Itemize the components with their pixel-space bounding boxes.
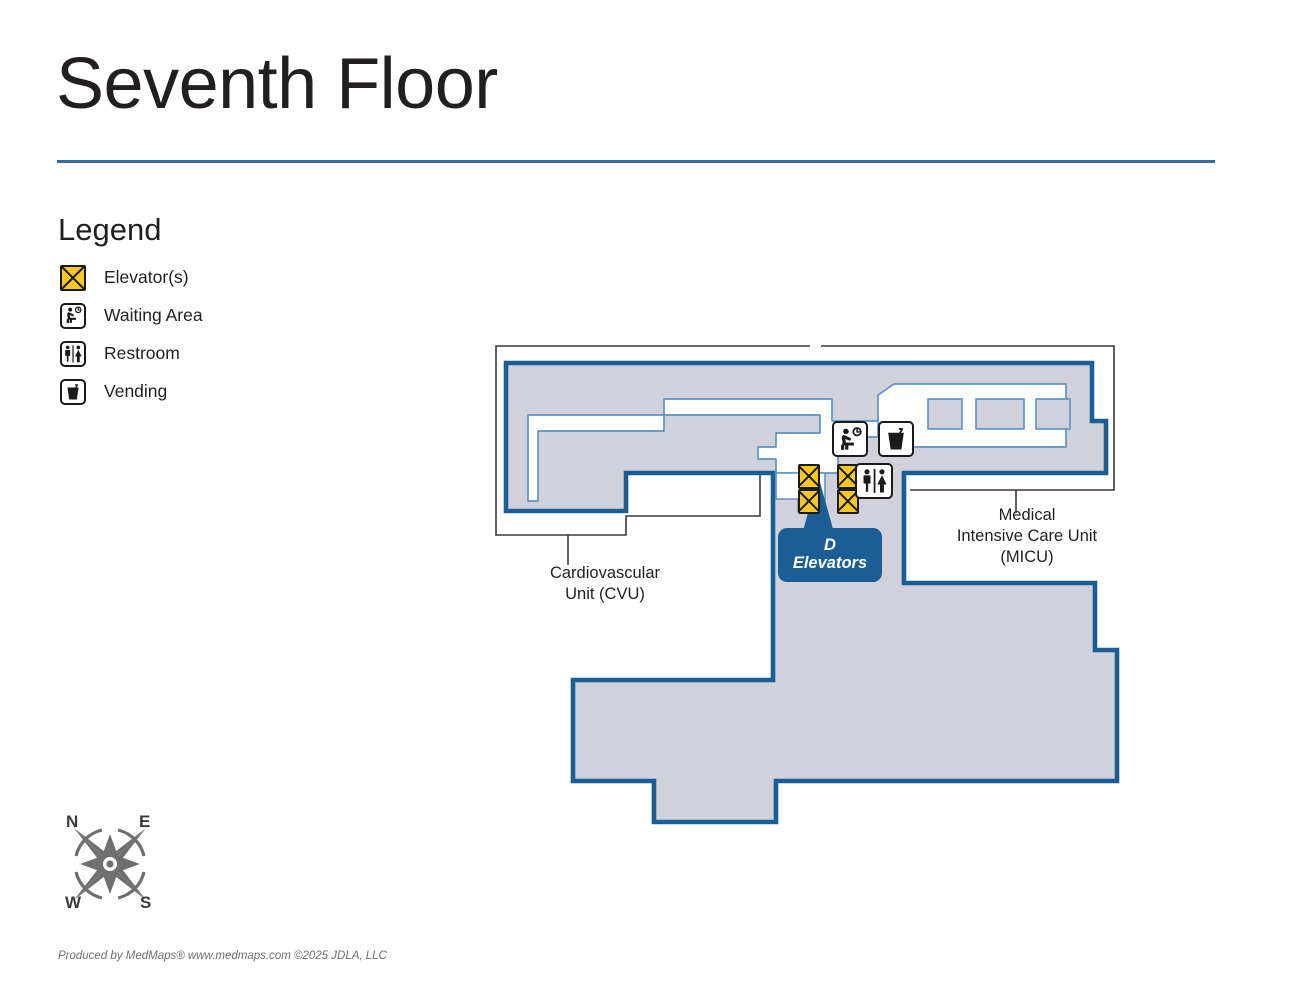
area-label-micu: Medical Intensive Care Unit (MICU): [912, 505, 1142, 568]
floor-plan-map: D Elevators Cardiovascular Unit (CVU) Me…: [480, 325, 1160, 865]
compass-rose: N E W S: [52, 806, 172, 916]
page-title: Seventh Floor: [56, 44, 498, 124]
area-label-line: Unit (CVU): [565, 585, 645, 604]
callout-d-elevators[interactable]: D Elevators: [778, 528, 882, 582]
legend-item-label: Elevator(s): [104, 267, 189, 288]
restroom-icon[interactable]: [855, 463, 893, 499]
legend-item-label: Vending: [104, 381, 168, 402]
elevator-icon[interactable]: [837, 464, 859, 514]
legend-title: Legend: [58, 212, 162, 247]
waiting-area-icon[interactable]: [832, 421, 868, 457]
floor-outline: [503, 360, 1120, 825]
legend-item-elevator: Elevator(s): [56, 259, 386, 297]
vending-icon: [60, 378, 86, 405]
vending-icon[interactable]: [878, 421, 914, 457]
legend-item-restroom: Restroom: [56, 335, 386, 373]
compass-label-north: N: [66, 812, 78, 831]
micu-rooms: [877, 383, 1071, 448]
compass-label-south: S: [140, 893, 151, 912]
footer-credit: Produced by MedMaps® www.medmaps.com ©20…: [58, 950, 387, 962]
area-label-cvu: Cardiovascular Unit (CVU): [500, 563, 710, 605]
elevator-icon[interactable]: [798, 464, 820, 514]
title-divider: [57, 160, 1215, 163]
callout-line-1: D: [824, 536, 836, 555]
waiting-area-icon: [60, 302, 86, 329]
legend-item-vending: Vending: [56, 373, 386, 411]
area-label-line: Intensive Care Unit: [956, 527, 1098, 546]
legend-item-label: Waiting Area: [104, 305, 203, 326]
elevator-icon: [60, 264, 86, 291]
callout-line-2: Elevators: [792, 554, 868, 572]
area-label-line: Cardiovascular: [549, 564, 661, 582]
legend: Legend Elevator(s): [56, 212, 386, 411]
restroom-icon: [60, 340, 86, 367]
legend-item-waiting-area: Waiting Area: [56, 297, 386, 335]
unit-boundary-lines: [495, 345, 1115, 565]
compass-label-west: W: [65, 893, 82, 912]
area-label-line: (MICU): [1000, 548, 1054, 567]
area-label-line: Medical: [998, 506, 1056, 524]
legend-item-label: Restroom: [104, 343, 180, 364]
compass-label-east: E: [139, 812, 150, 831]
